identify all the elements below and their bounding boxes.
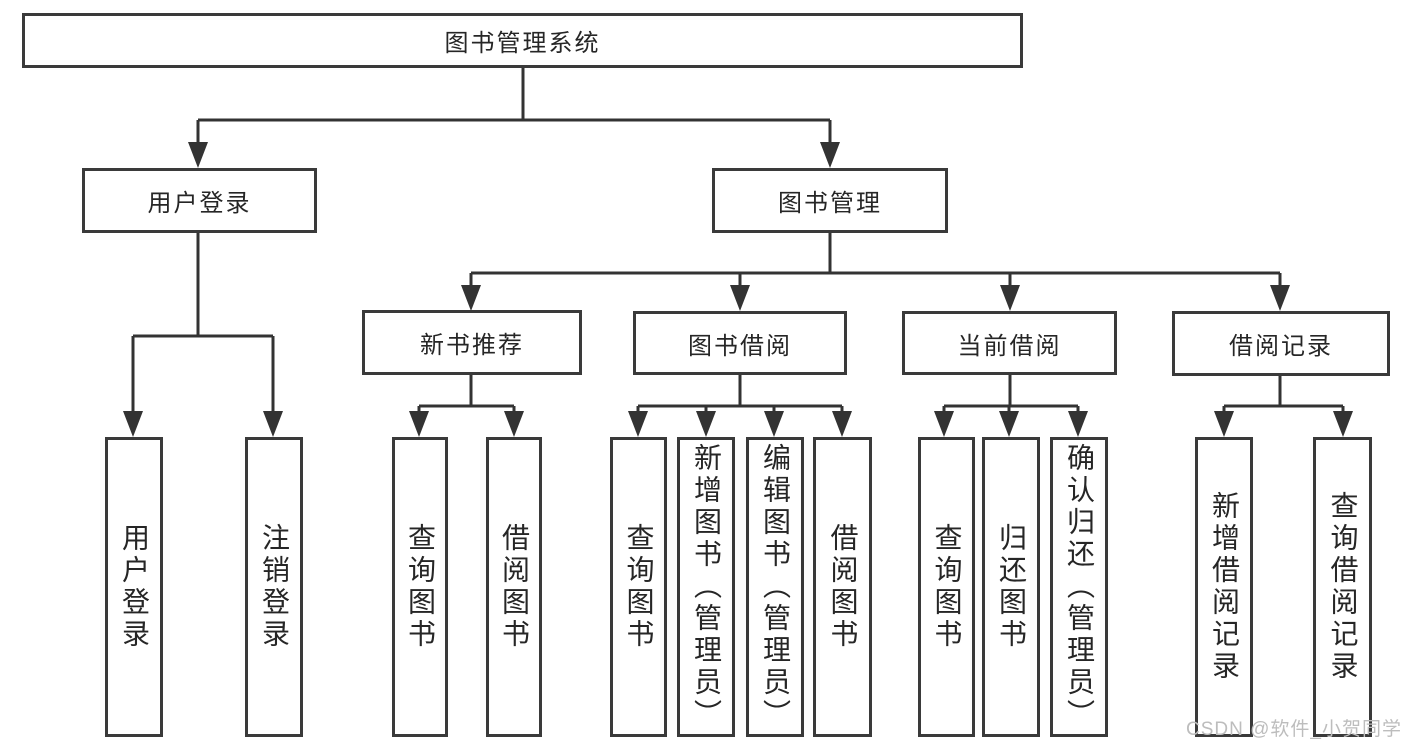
leaf-query-books-3: 查询图书: [918, 437, 975, 737]
leaf-add-borrow-record: 新增借阅记录: [1195, 437, 1253, 737]
node-book-management-label: 图书管理: [778, 190, 882, 217]
node-user-login-label: 用户登录: [147, 190, 252, 217]
leaf-query-books-1: 查询图书: [392, 437, 448, 737]
leaf-query-books-2: 查询图书: [610, 437, 667, 737]
leaf-query-books-3-label: 查询图书: [931, 523, 963, 651]
leaf-return-books: 归还图书: [982, 437, 1040, 737]
arrowheads: [123, 142, 1353, 437]
node-borrowing-records: 借阅记录: [1172, 311, 1390, 376]
leaf-edit-books-admin-label: 编辑图书（管理员）: [760, 443, 791, 731]
tree-edges: [131, 68, 1345, 413]
csdn-watermark: CSDN @软件_小贺同学: [1186, 719, 1402, 740]
node-current-borrowing: 当前借阅: [902, 311, 1117, 375]
leaf-logout-label: 注销登录: [259, 523, 290, 651]
leaf-borrow-books-2: 借阅图书: [813, 437, 872, 737]
leaf-edit-books-admin: 编辑图书（管理员）: [746, 437, 804, 737]
leaf-query-books-2-label: 查询图书: [623, 523, 655, 651]
leaf-add-borrow-record-label: 新增借阅记录: [1209, 491, 1240, 683]
leaf-user-login: 用户登录: [105, 437, 163, 737]
node-new-book-recommend: 新书推荐: [362, 310, 582, 375]
leaf-confirm-return-admin: 确认归还（管理员）: [1050, 437, 1108, 737]
node-current-borrowing-label: 当前借阅: [957, 332, 1062, 360]
leaf-query-books-1-label: 查询图书: [405, 523, 436, 651]
leaf-add-books-admin: 新增图书（管理员）: [677, 437, 735, 737]
leaf-logout: 注销登录: [245, 437, 303, 737]
leaf-borrow-books-2-label: 借阅图书: [827, 523, 859, 651]
leaf-query-borrow-record: 查询借阅记录: [1313, 437, 1372, 737]
node-new-book-recommend-label: 新书推荐: [420, 332, 524, 359]
leaf-borrow-books-1-label: 借阅图书: [499, 523, 530, 651]
node-book-management: 图书管理: [712, 168, 948, 233]
leaf-confirm-return-admin-label: 确认归还（管理员）: [1064, 443, 1095, 731]
leaf-query-borrow-record-label: 查询借阅记录: [1327, 491, 1359, 683]
node-root-label: 图书管理系统: [444, 30, 601, 57]
node-borrowing-records-label: 借阅记录: [1229, 333, 1333, 360]
node-user-login: 用户登录: [82, 168, 317, 233]
leaf-borrow-books-1: 借阅图书: [486, 437, 542, 737]
leaf-return-books-label: 归还图书: [996, 523, 1027, 651]
node-book-borrowing-label: 图书借阅: [688, 332, 792, 360]
node-root: 图书管理系统: [22, 13, 1023, 68]
leaf-user-login-label: 用户登录: [119, 523, 150, 651]
leaf-add-books-admin-label: 新增图书（管理员）: [691, 443, 722, 731]
node-book-borrowing: 图书借阅: [633, 311, 847, 375]
